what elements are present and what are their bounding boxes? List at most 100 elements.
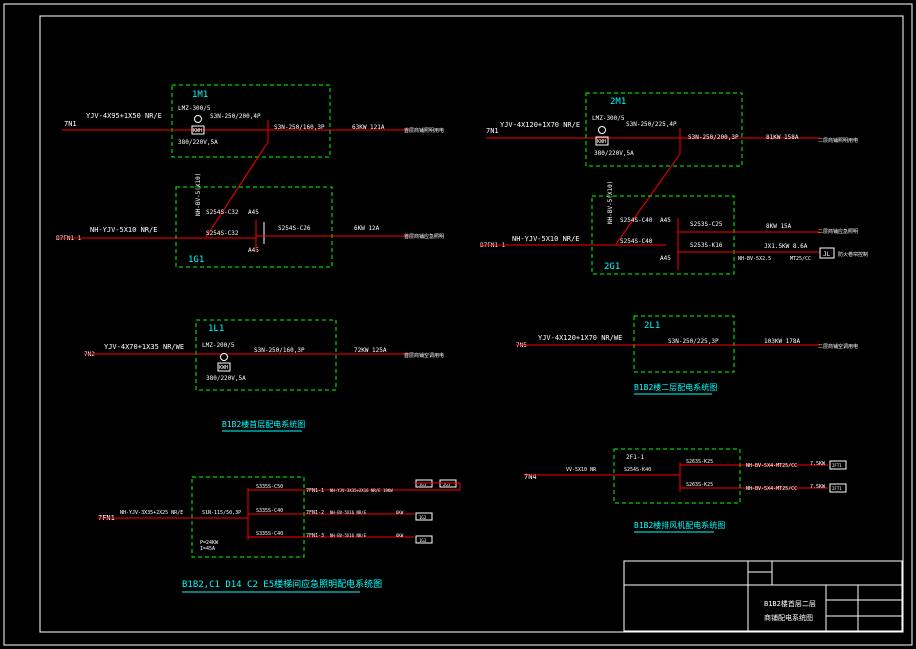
svg-text:KWH: KWH bbox=[597, 139, 606, 145]
svg-text:S263S-K25: S263S-K25 bbox=[686, 482, 713, 488]
svg-text:S254S-C40: S254S-C40 bbox=[620, 238, 653, 245]
box-2g1: 2G1 B7FN1-1 NH-YJV-5X10 NR/E NH-BV-5(X10… bbox=[480, 181, 868, 275]
svg-text:NH-YJV-5X10 NR/E: NH-YJV-5X10 NR/E bbox=[90, 226, 157, 234]
svg-text:JX1.5KW 8.6A: JX1.5KW 8.6A bbox=[764, 243, 808, 250]
svg-text:S254S-K40: S254S-K40 bbox=[624, 467, 651, 473]
svg-text:KWH: KWH bbox=[219, 365, 228, 371]
svg-text:S1N-115/50,3P: S1N-115/50,3P bbox=[202, 510, 241, 516]
svg-text:S3N-250/200,4P: S3N-250/200,4P bbox=[210, 113, 261, 120]
svg-text:7.5KW: 7.5KW bbox=[810, 484, 826, 490]
svg-text:首层商铺照明用电: 首层商铺照明用电 bbox=[404, 127, 444, 134]
svg-text:7N1: 7N1 bbox=[486, 127, 499, 135]
caption-right-1: B1B2楼二层配电系统图 bbox=[634, 382, 717, 392]
box-1l1: 1L1 7N2 YJV-4X70+1X35 NR/WE LMZ-200/5 KW… bbox=[84, 319, 444, 391]
svg-text:A45: A45 bbox=[660, 217, 671, 224]
svg-text:防火卷帘控制: 防火卷帘控制 bbox=[838, 251, 868, 258]
svg-text:S254S-C40: S254S-C40 bbox=[620, 217, 653, 224]
svg-text:S3N-250/160,3P: S3N-250/160,3P bbox=[254, 347, 305, 354]
caption-left-1: B1B2楼首层配电系统图 bbox=[222, 419, 305, 429]
outer-frame bbox=[3, 3, 913, 646]
svg-text:MT25/CC: MT25/CC bbox=[790, 256, 811, 262]
box-fire-lighting: 7FN1 NH-YJV-3X35+2X25 NR/E S1N-115/50,3P… bbox=[98, 476, 461, 558]
svg-text:1M1: 1M1 bbox=[192, 90, 208, 100]
svg-text:6KW 12A: 6KW 12A bbox=[354, 225, 380, 232]
svg-text:2FT1: 2FT1 bbox=[832, 486, 842, 491]
svg-text:380/220V,5A: 380/220V,5A bbox=[594, 150, 634, 157]
svg-text:NH-BV-5X16 NR/E: NH-BV-5X16 NR/E bbox=[330, 533, 367, 538]
caption-left-2: B1B2,C1 D14 C2 E5楼梯间应急照明配电系统图 bbox=[182, 578, 382, 590]
svg-text:81KW 158A: 81KW 158A bbox=[766, 134, 799, 141]
svg-text:7FN1-3: 7FN1-3 bbox=[306, 533, 324, 539]
title-line-1: B1B2楼首层二层 bbox=[764, 599, 816, 608]
inner-frame bbox=[39, 15, 904, 633]
svg-text:NH-BV-5X4-MT25/CC: NH-BV-5X4-MT25/CC bbox=[746, 486, 797, 492]
svg-text:二层商铺照明用电: 二层商铺照明用电 bbox=[818, 137, 858, 144]
svg-text:2L1: 2L1 bbox=[644, 321, 660, 331]
svg-text:LMZ-200/5: LMZ-200/5 bbox=[202, 342, 235, 349]
svg-text:LMZ-300/5: LMZ-300/5 bbox=[592, 115, 625, 122]
svg-text:8KW 15A: 8KW 15A bbox=[766, 223, 792, 230]
svg-text:YJV-4X70+1X35 NR/WE: YJV-4X70+1X35 NR/WE bbox=[104, 343, 184, 351]
svg-text:S3N-250/200,3P: S3N-250/200,3P bbox=[688, 134, 739, 141]
svg-text:JL: JL bbox=[823, 251, 831, 258]
svg-text:NH-BV-5X16 NR/E: NH-BV-5X16 NR/E bbox=[330, 510, 367, 515]
svg-text:1G2: 1G2 bbox=[419, 515, 427, 520]
svg-text:S253S-C25: S253S-C25 bbox=[690, 221, 723, 228]
svg-text:2F1-1: 2F1-1 bbox=[626, 454, 644, 461]
svg-text:NH-BV-5X2.5: NH-BV-5X2.5 bbox=[738, 256, 771, 262]
svg-text:2FT1: 2FT1 bbox=[832, 463, 842, 468]
svg-text:YJV-4X120+1X70 NR/WE: YJV-4X120+1X70 NR/WE bbox=[538, 334, 622, 342]
svg-text:1L1: 1L1 bbox=[208, 324, 224, 334]
svg-text:NH-YJV-3X35+2X16 NR/E 18KW: NH-YJV-3X35+2X16 NR/E 18KW bbox=[330, 488, 393, 493]
svg-text:6KW: 6KW bbox=[396, 510, 404, 515]
svg-text:LMZ-300/5: LMZ-300/5 bbox=[178, 105, 211, 112]
svg-text:7.5KW: 7.5KW bbox=[810, 461, 826, 467]
svg-text:YJV-4X120+1X70 NR/E: YJV-4X120+1X70 NR/E bbox=[500, 121, 580, 129]
svg-text:S253S-K16: S253S-K16 bbox=[690, 242, 723, 249]
svg-text:S263S-K25: S263S-K25 bbox=[686, 459, 713, 465]
svg-text:NH-YJV-5X10 NR/E: NH-YJV-5X10 NR/E bbox=[512, 235, 579, 243]
svg-text:YJV-4X95+1X50 NR/E: YJV-4X95+1X50 NR/E bbox=[86, 112, 162, 120]
svg-text:首层商铺空调用电: 首层商铺空调用电 bbox=[404, 352, 444, 359]
svg-text:S3N-250/225,4P: S3N-250/225,4P bbox=[626, 121, 677, 128]
svg-text:A45: A45 bbox=[660, 255, 671, 262]
title-block: B1B2楼首层二层 商铺配电系统图 bbox=[623, 560, 903, 632]
svg-text:S3N-250/160,3P: S3N-250/160,3P bbox=[274, 124, 325, 131]
box-1m1: 1M1 7N1 YJV-4X95+1X50 NR/E LMZ-300/5 KWH… bbox=[62, 84, 444, 158]
svg-text:S254S-C26: S254S-C26 bbox=[278, 225, 311, 232]
svg-text:7FN1-1: 7FN1-1 bbox=[306, 488, 324, 494]
svg-text:1G3: 1G3 bbox=[419, 538, 427, 543]
svg-text:NH-BV-5X4-MT25/CC: NH-BV-5X4-MT25/CC bbox=[746, 463, 797, 469]
svg-text:2G1: 2G1 bbox=[604, 262, 620, 272]
svg-text:I=45A: I=45A bbox=[200, 546, 215, 552]
svg-text:S254S-C32: S254S-C32 bbox=[206, 230, 239, 237]
svg-text:S254S-C32: S254S-C32 bbox=[206, 209, 239, 216]
svg-text:7N1: 7N1 bbox=[64, 120, 77, 128]
svg-text:6KW: 6KW bbox=[396, 533, 404, 538]
svg-text:KWH: KWH bbox=[193, 128, 202, 134]
svg-text:S3N-250/225,3P: S3N-250/225,3P bbox=[668, 338, 719, 345]
svg-text:1G1: 1G1 bbox=[188, 255, 204, 265]
svg-text:1G1: 1G1 bbox=[419, 482, 427, 487]
svg-text:7N4: 7N4 bbox=[524, 473, 537, 481]
svg-text:380/220V,5A: 380/220V,5A bbox=[178, 139, 218, 146]
svg-text:NH-BV-5(X10): NH-BV-5(X10) bbox=[195, 173, 202, 216]
svg-text:VV-5X10 NR: VV-5X10 NR bbox=[566, 467, 597, 473]
caption-right-2: B1B2楼排风机配电系统图 bbox=[634, 520, 725, 530]
svg-text:S335S-C50: S335S-C50 bbox=[256, 484, 283, 490]
svg-text:二层商铺空调用电: 二层商铺空调用电 bbox=[818, 343, 858, 350]
title-line-2: 商铺配电系统图 bbox=[764, 613, 813, 622]
svg-text:NH-BV-5(X10): NH-BV-5(X10) bbox=[607, 181, 614, 224]
svg-text:S335S-C40: S335S-C40 bbox=[256, 508, 283, 514]
box-2m1: 2M1 7N1 YJV-4X120+1X70 NR/E LMZ-300/5 KW… bbox=[486, 92, 858, 167]
svg-text:2G1: 2G1 bbox=[443, 482, 451, 487]
box-2l1: 2L1 7N5 YJV-4X120+1X70 NR/WE S3N-250/225… bbox=[516, 315, 858, 373]
box-1g1: 1G1 B7FN1-1 NH-YJV-5X10 NR/E NH-BV-5(X10… bbox=[56, 173, 444, 268]
svg-text:103KW 178A: 103KW 178A bbox=[764, 338, 801, 345]
svg-text:A45: A45 bbox=[248, 247, 259, 254]
svg-text:72KW 125A: 72KW 125A bbox=[354, 347, 387, 354]
svg-text:A45: A45 bbox=[248, 209, 259, 216]
box-2f1: 2F1-1 7N4 VV-5X10 NR S254S-K40 S263S-K25… bbox=[524, 448, 847, 504]
svg-text:7FN1-2: 7FN1-2 bbox=[306, 510, 324, 516]
